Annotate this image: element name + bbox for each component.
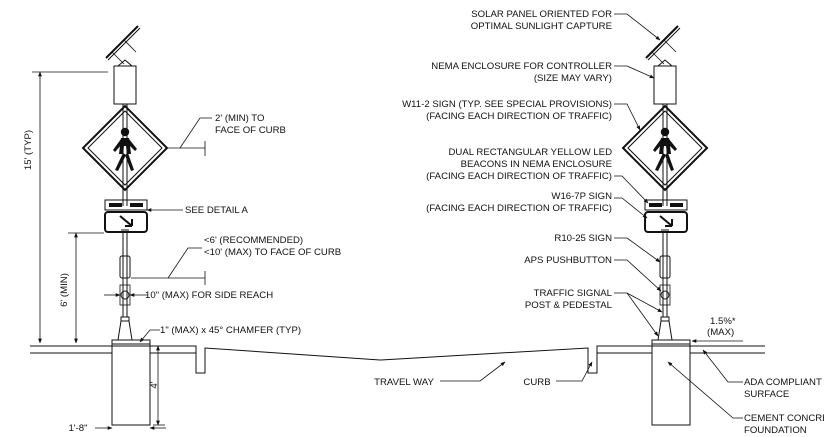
- right-r10-25-sign: [659, 255, 671, 279]
- button-offset-label-2: <10' (MAX) TO FACE OF CURB: [204, 247, 341, 258]
- chamfer-label: 1" (MAX) x 45° CHAMFER (TYP): [160, 325, 301, 336]
- right-callouts: SOLAR PANEL ORIENTED FOR OPTIMAL SUNLIGH…: [402, 9, 824, 436]
- left-assembly: [81, 25, 169, 426]
- post-label-1: TRAFFIC SIGNAL: [534, 288, 613, 299]
- beacon-label-2: BEACONS IN NEMA ENCLOSURE: [461, 159, 612, 170]
- right-pole: [662, 104, 668, 317]
- w16-label-2: (FACING EACH DIRECTION OF TRAFFIC): [426, 203, 612, 214]
- left-pole: [122, 104, 128, 317]
- aps-label: APS PUSHBUTTON: [524, 255, 612, 266]
- height-total-label: 15' (TYP): [23, 130, 34, 170]
- left-r10-25-sign: [119, 255, 131, 279]
- w11-label-1: W11-2 SIGN (TYP. SEE SPECIAL PROVISIONS): [402, 99, 612, 110]
- left-w11-2-sign: [81, 104, 169, 192]
- left-dimensions: 15' (TYP) 6' (MIN) 4' 1'-8" 2' (MIN) TO …: [23, 71, 341, 434]
- right-w16-7p-sign: [644, 211, 688, 233]
- w11-label-2: (FACING EACH DIRECTION OF TRAFFIC): [426, 111, 612, 122]
- foundation-width-label: 1'-8": [68, 423, 87, 434]
- r10-label: R10-25 SIGN: [554, 233, 612, 244]
- ground-labels: TRAVEL WAY CURB: [374, 361, 593, 388]
- ada-label-1: ADA COMPLIANT: [744, 377, 822, 388]
- slope-label-2: (MAX): [707, 327, 734, 338]
- solar-label-2: OPTIMAL SUNLIGHT CAPTURE: [471, 21, 612, 32]
- ada-label-2: SURFACE: [744, 389, 789, 400]
- right-assembly: [621, 25, 709, 426]
- button-offset-label-1: <6' (RECOMMENDED): [204, 235, 303, 246]
- slope-label-1: 1.5%*: [710, 316, 736, 327]
- left-solar-panel: [105, 25, 141, 67]
- ground-profile: [30, 345, 765, 374]
- nema-label-1: NEMA ENCLOSURE FOR CONTROLLER: [431, 61, 612, 72]
- right-controller-enclosure: [653, 65, 677, 105]
- right-beacons: [644, 199, 688, 211]
- beacon-label-3: (FACING EACH DIRECTION OF TRAFFIC): [426, 171, 612, 182]
- left-foundation: [111, 339, 151, 426]
- left-controller-enclosure: [113, 65, 137, 105]
- curb-label: CURB: [523, 377, 550, 388]
- left-pedestal: [117, 320, 133, 341]
- left-beacons: [104, 199, 148, 211]
- solar-label-1: SOLAR PANEL ORIENTED FOR: [471, 9, 612, 20]
- side-reach-label: 10" (MAX) FOR SIDE REACH: [145, 290, 273, 301]
- right-solar-panel: [645, 25, 681, 67]
- height-min-label: 6' (MIN): [59, 273, 70, 307]
- w16-label-1: W16-7P SIGN: [551, 191, 612, 202]
- right-foundation: [651, 339, 691, 426]
- right-aps-pushbutton: [660, 290, 670, 300]
- travel-way-label: TRAVEL WAY: [374, 377, 434, 388]
- curb-offset-label-2: FACE OF CURB: [215, 125, 286, 136]
- see-detail-a-label: SEE DETAIL A: [185, 205, 249, 216]
- nema-label-2: (SIZE MAY VARY): [534, 73, 612, 84]
- post-label-2: POST & PEDESTAL: [525, 300, 613, 311]
- curb-offset-label-1: 2' (MIN) TO: [215, 113, 264, 124]
- foundation-label-2: FOUNDATION: [744, 425, 807, 436]
- foundation-label-1: CEMENT CONCRETE: [744, 413, 824, 424]
- beacon-label-1: DUAL RECTANGULAR YELLOW LED: [449, 147, 613, 158]
- foundation-depth-label: 4': [149, 381, 160, 388]
- right-pedestal: [657, 320, 673, 341]
- right-w11-2-sign: [621, 104, 709, 192]
- left-aps-pushbutton: [120, 290, 130, 300]
- left-w16-7p-sign: [104, 211, 148, 233]
